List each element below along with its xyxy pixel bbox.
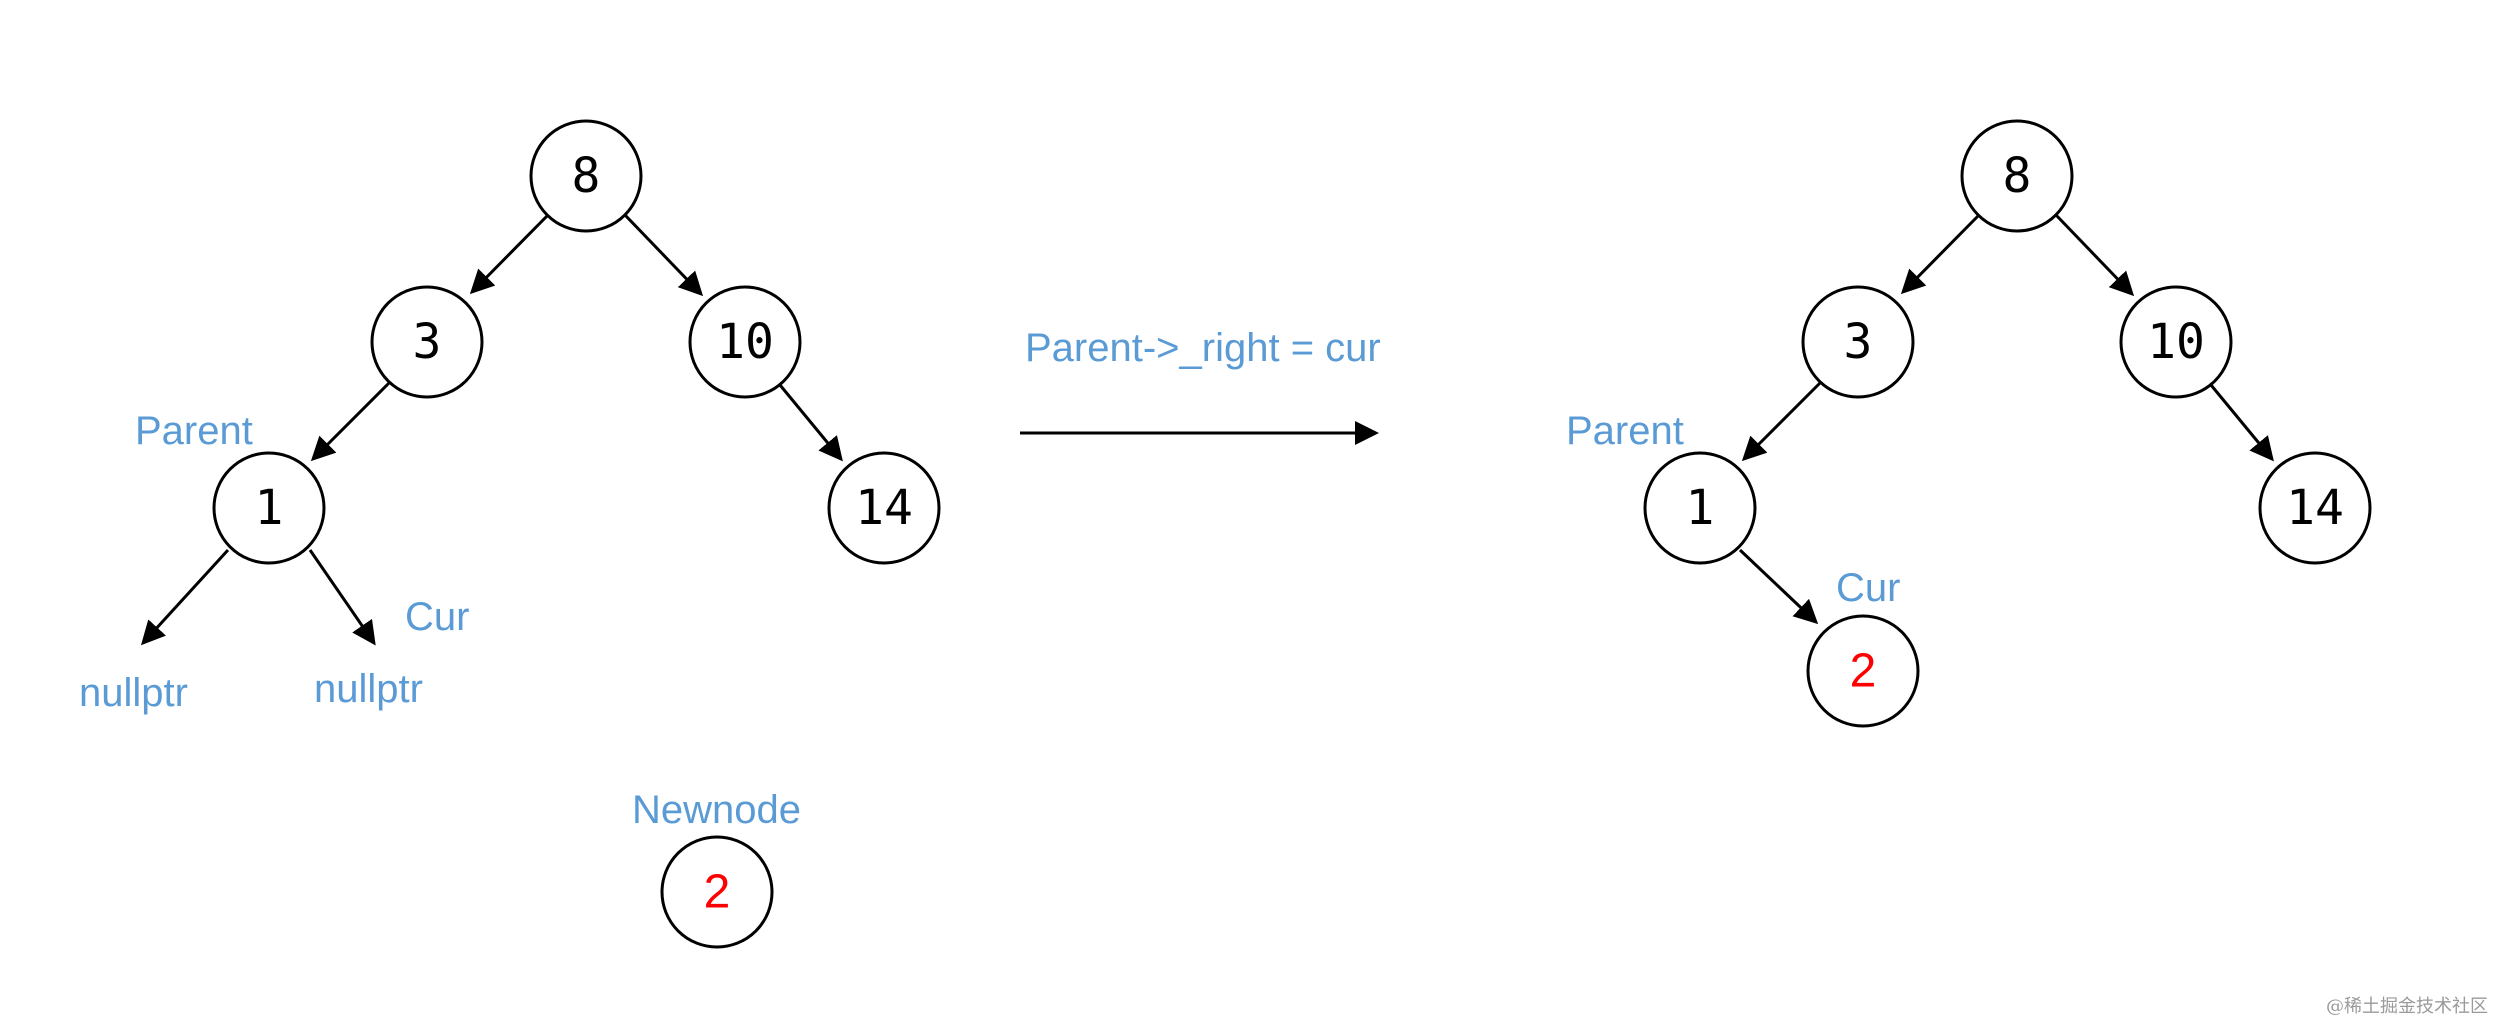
right-node-14-value: 14 xyxy=(2286,480,2344,536)
left-node-8: 8 xyxy=(529,119,643,233)
left-parent-label: Parent xyxy=(135,409,253,453)
left-edge-1-to-nullptr-right xyxy=(308,549,376,646)
newnode-value: 2 xyxy=(704,866,731,919)
left-edge-10-to-14 xyxy=(778,384,843,462)
right-node-8-value: 8 xyxy=(2003,148,2032,204)
right-parent-label: Parent xyxy=(1566,409,1684,453)
right-tree: 8 3 10 1 14 2 Parent Cur xyxy=(1566,119,2372,728)
left-tree: 8 3 10 1 14 Parent Cur nullptr nullptr xyxy=(79,119,941,715)
left-node-1-value: 1 xyxy=(255,480,284,536)
left-node-10-value: 10 xyxy=(716,314,774,370)
left-node-14-value: 14 xyxy=(855,480,913,536)
right-node-2-inserted: 2 xyxy=(1806,614,1920,728)
left-edge-3-to-1 xyxy=(310,381,391,462)
right-cur-label: Cur xyxy=(1836,566,1900,610)
transition: Parent->_right = cur xyxy=(1020,326,1381,445)
left-edge-8-to-10 xyxy=(623,213,704,297)
right-edge-8-to-3 xyxy=(1900,213,1981,295)
newnode-label: Newnode xyxy=(632,788,801,832)
left-nullptr-left-label: nullptr xyxy=(79,671,188,715)
right-node-14: 14 xyxy=(2258,451,2372,565)
right-node-10-value: 10 xyxy=(2147,314,2205,370)
left-node-10: 10 xyxy=(688,285,802,399)
transition-caption: Parent->_right = cur xyxy=(1025,326,1381,370)
right-node-2-value: 2 xyxy=(1850,645,1877,698)
right-edge-8-to-10 xyxy=(2054,213,2135,297)
new-node: Newnode 2 xyxy=(632,788,801,949)
left-edge-8-to-3 xyxy=(469,213,550,295)
left-nullptr-right-label: nullptr xyxy=(314,667,423,711)
right-node-10: 10 xyxy=(2119,285,2233,399)
left-edge-1-to-nullptr-left xyxy=(140,548,230,646)
watermark: @稀土掘金技术社区 xyxy=(2326,996,2488,1017)
right-node-3: 3 xyxy=(1801,285,1915,399)
left-node-3-value: 3 xyxy=(413,314,442,370)
right-node-3-value: 3 xyxy=(1844,314,1873,370)
left-cur-label: Cur xyxy=(405,595,469,639)
left-node-1: 1 xyxy=(212,451,326,565)
left-node-8-value: 8 xyxy=(572,148,601,204)
left-node-3: 3 xyxy=(370,285,484,399)
left-node-14: 14 xyxy=(827,451,941,565)
right-edge-3-to-1 xyxy=(1741,381,1822,462)
right-node-1: 1 xyxy=(1643,451,1757,565)
right-edge-1-to-2 xyxy=(1738,548,1819,625)
right-node-1-value: 1 xyxy=(1686,480,1715,536)
right-edge-10-to-14 xyxy=(2209,384,2274,462)
right-node-8: 8 xyxy=(1960,119,2074,233)
